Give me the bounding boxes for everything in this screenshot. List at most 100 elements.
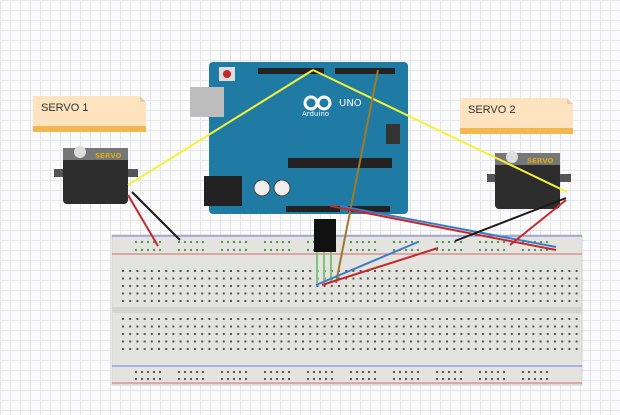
breadboard-hole[interactable] [424, 340, 427, 343]
breadboard-hole[interactable] [280, 270, 283, 272]
breadboard-hole[interactable] [368, 249, 370, 251]
breadboard-hole[interactable] [561, 270, 564, 272]
breadboard-hole[interactable] [518, 318, 520, 320]
breadboard-hole[interactable] [410, 270, 412, 272]
breadboard-hole[interactable] [362, 371, 364, 373]
breadboard-hole[interactable] [366, 318, 369, 320]
breadboard-hole[interactable] [258, 340, 261, 343]
breadboard-hole[interactable] [503, 371, 505, 373]
breadboard-hole[interactable] [287, 277, 290, 280]
breadboard-hole[interactable] [158, 300, 160, 302]
breadboard-hole[interactable] [532, 285, 535, 287]
breadboard-hole[interactable] [438, 277, 441, 280]
breadboard-hole[interactable] [266, 333, 268, 335]
breadboard-hole[interactable] [417, 348, 420, 350]
breadboard-hole[interactable] [510, 270, 513, 272]
breadboard-hole[interactable] [287, 333, 290, 335]
breadboard-hole[interactable] [366, 348, 369, 350]
breadboard-hole[interactable] [362, 241, 364, 243]
breadboard-hole[interactable] [309, 333, 312, 335]
breadboard-hole[interactable] [323, 340, 326, 343]
breadboard-hole[interactable] [258, 325, 261, 328]
breadboard-hole[interactable] [122, 270, 124, 272]
breadboard-hole[interactable] [366, 333, 369, 335]
breadboard-hole[interactable] [273, 277, 276, 280]
breadboard-hole[interactable] [575, 333, 578, 335]
breadboard-hole[interactable] [338, 333, 340, 335]
breadboard-hole[interactable] [230, 333, 232, 335]
breadboard-hole[interactable] [237, 333, 240, 335]
breadboard-hole[interactable] [143, 333, 146, 335]
breadboard-hole[interactable] [273, 270, 276, 272]
breadboard-hole[interactable] [497, 378, 499, 380]
breadboard-hole[interactable] [323, 318, 326, 320]
breadboard-hole[interactable] [388, 285, 391, 287]
breadboard-hole[interactable] [388, 340, 391, 343]
breadboard-hole[interactable] [503, 292, 506, 295]
breadboard-hole[interactable] [186, 325, 189, 328]
breadboard-hole[interactable] [352, 300, 355, 302]
breadboard-hole[interactable] [294, 325, 297, 328]
breadboard-hole[interactable] [136, 318, 139, 320]
breadboard-hole[interactable] [150, 318, 153, 320]
breadboard-hole[interactable] [518, 325, 520, 328]
breadboard-hole[interactable] [135, 371, 137, 373]
breadboard-hole[interactable] [280, 318, 283, 320]
breadboard-hole[interactable] [410, 292, 412, 295]
breadboard-hole[interactable] [202, 249, 204, 251]
breadboard-hole[interactable] [316, 285, 319, 287]
breadboard-hole[interactable] [230, 277, 232, 280]
breadboard-hole[interactable] [294, 348, 297, 350]
breadboard-hole[interactable] [431, 285, 434, 287]
breadboard-hole[interactable] [194, 277, 196, 280]
breadboard-hole[interactable] [230, 325, 232, 328]
breadboard-hole[interactable] [438, 325, 441, 328]
breadboard-hole[interactable] [258, 285, 261, 287]
breadboard-hole[interactable] [436, 378, 438, 380]
breadboard-hole[interactable] [417, 249, 419, 251]
breadboard-hole[interactable] [280, 292, 283, 295]
breadboard-hole[interactable] [309, 325, 312, 328]
breadboard-hole[interactable] [496, 348, 499, 350]
wires[interactable] [127, 69, 568, 286]
breadboard-hole[interactable] [474, 300, 477, 302]
breadboard-hole[interactable] [307, 378, 309, 380]
breadboard-hole[interactable] [338, 277, 340, 280]
breadboard-hole[interactable] [287, 348, 290, 350]
breadboard-hole[interactable] [431, 340, 434, 343]
breadboard-hole[interactable] [323, 348, 326, 350]
breadboard-hole[interactable] [431, 318, 434, 320]
breadboard-hole[interactable] [165, 300, 168, 302]
breadboard-hole[interactable] [208, 348, 211, 350]
breadboard-hole[interactable] [479, 371, 481, 373]
breadboard-hole[interactable] [158, 340, 160, 343]
breadboard-hole[interactable] [172, 325, 175, 328]
breadboard-hole[interactable] [179, 277, 182, 280]
breadboard-hole[interactable] [239, 378, 241, 380]
breadboard-hole[interactable] [568, 340, 571, 343]
breadboard-hole[interactable] [474, 277, 477, 280]
breadboard-hole[interactable] [150, 285, 153, 287]
breadboard-hole[interactable] [129, 348, 132, 350]
breadboard-hole[interactable] [497, 249, 499, 251]
breadboard-hole[interactable] [395, 270, 398, 272]
breadboard-hole[interactable] [143, 292, 146, 295]
breadboard-hole[interactable] [446, 318, 448, 320]
breadboard-hole[interactable] [158, 270, 160, 272]
breadboard-hole[interactable] [323, 300, 326, 302]
breadboard-hole[interactable] [431, 300, 434, 302]
breadboard-hole[interactable] [482, 300, 484, 302]
breadboard-hole[interactable] [436, 249, 438, 251]
breadboard-hole[interactable] [424, 325, 427, 328]
breadboard-hole[interactable] [141, 249, 143, 251]
breadboard-hole[interactable] [460, 300, 463, 302]
breadboard-hole[interactable] [244, 318, 247, 320]
breadboard-hole[interactable] [158, 348, 160, 350]
breadboard-hole[interactable] [287, 292, 290, 295]
breadboard-hole[interactable] [165, 292, 168, 295]
breadboard-hole[interactable] [143, 300, 146, 302]
breadboard-hole[interactable] [359, 318, 362, 320]
breadboard-hole[interactable] [546, 340, 549, 343]
breadboard-hole[interactable] [405, 378, 407, 380]
breadboard-hole[interactable] [540, 249, 542, 251]
